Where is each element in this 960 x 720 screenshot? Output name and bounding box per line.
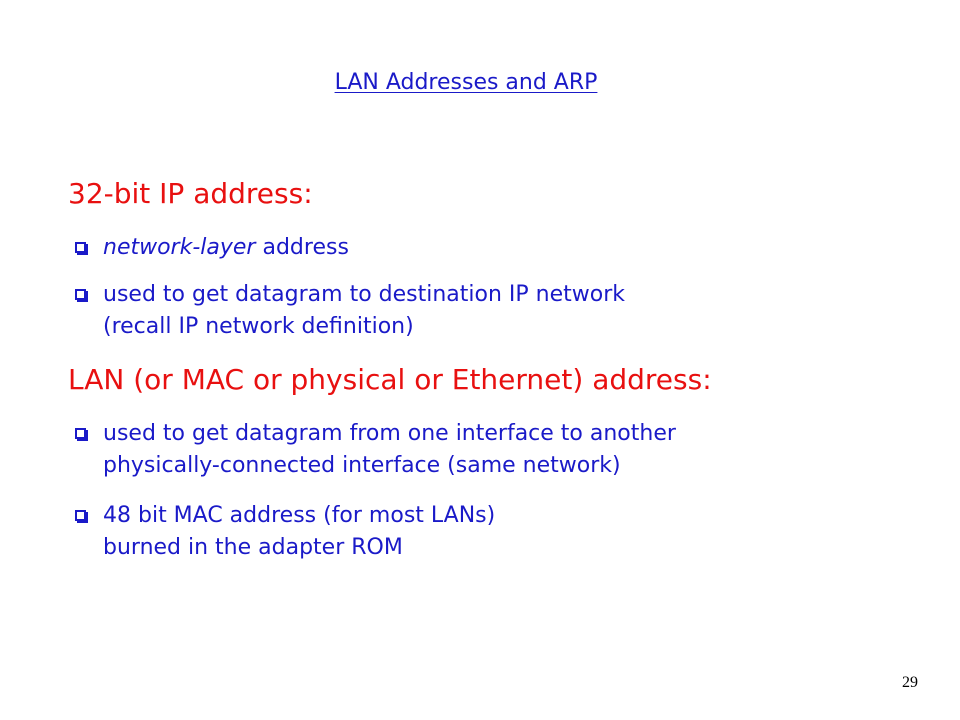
bullet-line: (recall IP network definition) <box>103 314 414 339</box>
bullet-square-icon <box>75 242 86 253</box>
bullet-text: network-layer address <box>103 232 349 264</box>
bullet-line: physically-connected interface (same net… <box>103 453 621 478</box>
section-heading-ip: 32-bit IP address: <box>68 177 313 210</box>
slide-title-text: LAN Addresses and ARP <box>334 70 598 95</box>
bullet-square-icon <box>75 289 86 300</box>
bullet-text: used to get datagram from one interface … <box>103 418 676 482</box>
bullet-italic-term: network-layer <box>103 235 256 260</box>
section-heading-lan: LAN (or MAC or physical or Ethernet) add… <box>68 363 712 396</box>
bullet-square-icon <box>75 428 86 439</box>
bullet-square-icon <box>75 510 86 521</box>
bullet-text: used to get datagram to destination IP n… <box>103 279 625 343</box>
bullet-line: burned in the adapter ROM <box>103 535 403 560</box>
bullet-text: 48 bit MAC address (for most LANs) burne… <box>103 500 495 564</box>
bullet-line: used to get datagram from one interface … <box>103 421 676 446</box>
bullet-line: 48 bit MAC address (for most LANs) <box>103 503 496 528</box>
bullet-line: used to get datagram to destination IP n… <box>103 282 625 307</box>
bullet-text-rest: address <box>255 235 349 260</box>
page-number: 29 <box>902 674 918 691</box>
slide-title: LAN Addresses and ARP <box>0 68 932 98</box>
